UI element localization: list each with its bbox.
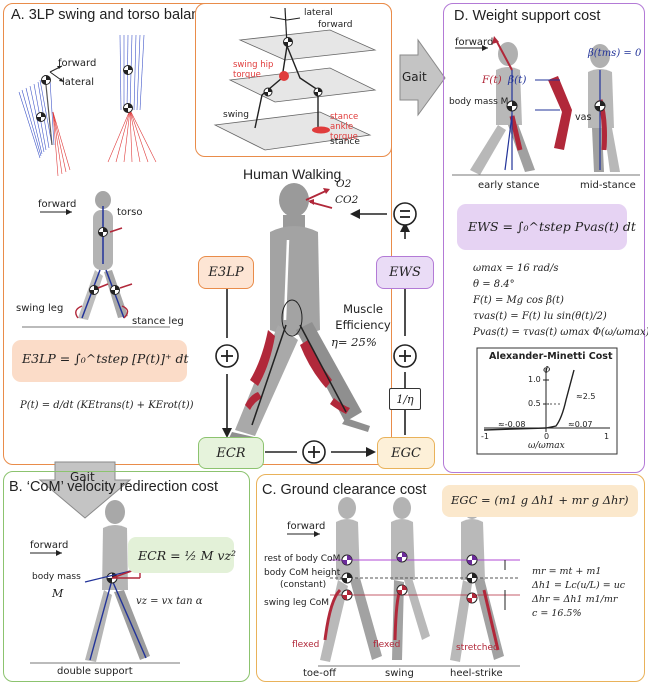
label-stretched: stretched	[456, 643, 499, 653]
am-slope-neg: ≈-0.08	[498, 420, 526, 429]
label-early-stance: early stance	[478, 180, 540, 191]
label-lateral-top: lateral	[304, 8, 333, 18]
egc-formula: EGC = (m1 g Δh1 + mr g Δhr)	[451, 493, 629, 507]
gait-arrow-right	[399, 38, 446, 117]
label-body-mass-d: body mass M	[449, 97, 509, 107]
stance-ankle-torque-marker	[312, 126, 330, 134]
label-body-com-height: body CoM height	[264, 568, 341, 578]
label-swing-c: swing	[385, 668, 414, 679]
label-stance-ankle-torque: stance ankle torque	[330, 112, 359, 142]
vz-formula: vz = vx tan α	[136, 596, 203, 607]
panel-b-title: B. ‘CoM’ velocity redirection cost	[9, 479, 218, 495]
label-ft: F(t)	[482, 74, 502, 86]
egc-node: EGC	[377, 437, 435, 469]
param-force: F(t) = Mg cos β(t)	[473, 295, 564, 306]
label-stance-3lp: stance	[330, 137, 360, 147]
e3lp-node: E3LP	[198, 256, 254, 289]
label-forward-c: forward	[287, 521, 326, 532]
com-markers-c	[341, 551, 478, 604]
panel-a-title: A. 3LP swing and torso balance cost	[11, 7, 246, 23]
label-swing-com: swing leg CoM	[264, 598, 329, 608]
label-stance-leg: stance leg	[132, 316, 184, 327]
label-forward-top: forward	[318, 20, 353, 30]
label-constant: (constant)	[280, 580, 327, 590]
label-forward-a2: forward	[38, 199, 77, 210]
e3lp-formula-box	[12, 340, 187, 382]
label-toe-off: toe-off	[303, 668, 336, 679]
swing-fan-red-front	[107, 109, 157, 163]
ecr-formula: ECR = ½ M vz²	[138, 548, 237, 563]
param-tau-vas: τvas(t) = F(t) lu sin(θ(t)/2)	[473, 311, 607, 322]
label-flexed-2: flexed	[373, 640, 401, 650]
am-phi-label: Φ	[543, 366, 551, 376]
panel-c-title: C. Ground clearance cost	[262, 482, 427, 498]
label-mid-stance: mid-stance	[580, 180, 636, 191]
label-lateral-a: lateral	[62, 77, 94, 88]
label-forward-b: forward	[30, 540, 69, 551]
label-beta: β(t)	[508, 74, 527, 86]
co2-label: CO2	[335, 194, 359, 206]
gait-arrow-down	[38, 461, 132, 519]
swing-fan-red-left	[52, 111, 71, 177]
ews-formula: EWS = ∫₀^tstep Pvas(t) dt	[468, 219, 636, 234]
ecr-node: ECR	[198, 437, 264, 469]
label-swing-hip-torque: swing hip torque	[233, 60, 274, 80]
human-walking-figure	[228, 183, 370, 444]
param-p-vas: Pvas(t) = τvas(t) ωmax Φ(ω/ωmax)	[473, 327, 648, 338]
eta-value: η= 25%	[331, 335, 377, 349]
panel-d-weight-support	[443, 3, 645, 473]
power-formula: P(t) = d/dt (KEtrans(t) + KErot(t))	[20, 400, 194, 411]
def-c: c = 16.5%	[532, 608, 582, 619]
def-dh1: Δh1 = Lc(u/L) = uc	[532, 580, 626, 591]
panel-d-title: D. Weight support cost	[454, 8, 601, 24]
ews-formula-box	[457, 204, 627, 250]
e3lp-formula: E3LP = ∫₀^tstep [P(t)]⁺ dt	[22, 351, 189, 366]
panel-b-com-redirection	[3, 471, 250, 682]
am-tick-one: 1.0	[528, 375, 541, 384]
label-flexed-1: flexed	[292, 640, 320, 650]
label-m-b: M	[52, 587, 64, 600]
label-beta-ms: β(tms) = 0	[588, 48, 642, 59]
eta-inverse-node: 1/η	[389, 388, 421, 410]
panel-c-ground-clearance	[256, 474, 645, 682]
am-tick-neg: -1	[481, 432, 489, 441]
am-slope-high: ≈2.5	[576, 392, 596, 401]
param-omega-max: ωmax = 16 rad/s	[473, 263, 559, 274]
label-vas: vas	[575, 112, 592, 123]
gait-label-right: Gait	[402, 70, 427, 84]
label-forward-a: forward	[58, 58, 97, 69]
label-swing-3lp: swing	[223, 110, 249, 120]
label-rest-com: rest of body CoM	[264, 554, 341, 564]
o2-label: O2	[336, 178, 352, 190]
ews-node: EWS	[376, 256, 434, 289]
alexander-minetti-chart	[476, 347, 618, 455]
am-tick-half: 0.5	[528, 399, 541, 408]
label-double-support: double support	[57, 666, 133, 677]
efficiency-label: Efficiency	[335, 318, 391, 332]
param-theta: θ = 8.4°	[473, 279, 515, 290]
label-forward-d: forward	[455, 37, 494, 48]
def-dhr: Δhr = Δh1 m1/mr	[532, 594, 618, 605]
human-walking-title: Human Walking	[243, 166, 342, 182]
label-body-mass-b: body mass	[32, 572, 81, 582]
am-x-label: ω/ωmax	[528, 441, 565, 451]
muscle-label: Muscle	[343, 302, 383, 316]
swing-hip-torque-marker	[279, 71, 289, 81]
label-swing-leg: swing leg	[16, 303, 64, 314]
am-tick-zero: 0	[544, 432, 550, 441]
am-cost-curve	[483, 369, 575, 431]
egc-formula-box	[442, 485, 638, 517]
am-tick-pos: 1	[604, 432, 610, 441]
label-heel-strike: heel-strike	[450, 668, 503, 679]
am-chart-title: Alexander-Minetti Cost	[489, 351, 613, 362]
def-mr: mr = mt + m1	[532, 566, 602, 577]
gait-label-down: Gait	[70, 470, 95, 484]
label-torso: torso	[117, 207, 143, 218]
am-slope-low: ≈0.07	[568, 420, 593, 429]
flow-arrows	[226, 213, 406, 453]
ground-clearance-figures	[320, 497, 504, 662]
ecr-formula-box	[128, 537, 234, 573]
